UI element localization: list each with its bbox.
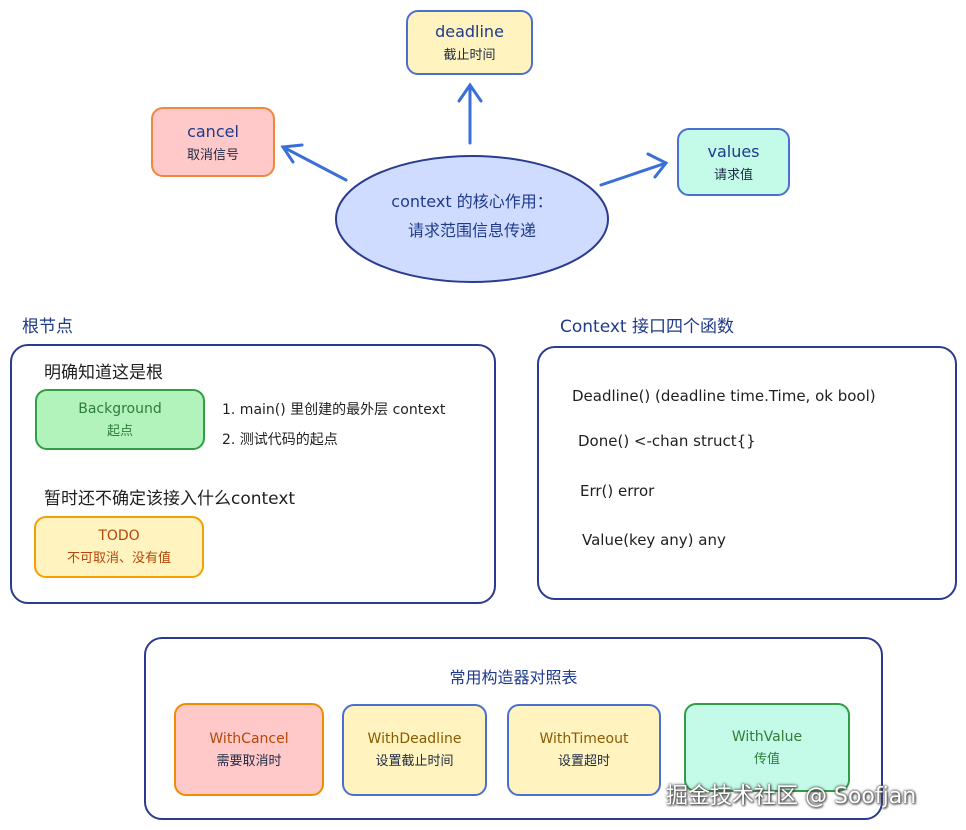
builder-withdeadline-title: WithDeadline — [367, 731, 462, 747]
func-done: Done() <-chan struct{} — [578, 432, 756, 450]
builder-withcancel: WithCancel 需要取消时 — [174, 703, 324, 796]
builder-withvalue-subtitle: 传值 — [753, 751, 780, 767]
center-text: context 的核心作用： 请求范围信息传递 — [340, 188, 604, 241]
builder-withcancel-subtitle: 需要取消时 — [216, 753, 282, 769]
func-deadline: Deadline() (deadline time.Time, ok bool) — [572, 387, 876, 405]
values-title: values — [707, 141, 760, 161]
builder-withcancel-title: WithCancel — [209, 730, 289, 747]
todo-subtitle: 不可取消、没有值 — [66, 551, 171, 566]
cancel-subtitle: 取消信号 — [186, 147, 239, 163]
center-diagram — [280, 82, 669, 283]
builder-withtimeout-title: WithTimeout — [539, 731, 629, 747]
cancel-node: cancel 取消信号 — [151, 107, 275, 177]
root-item-2: 2. 测试代码的起点 — [222, 432, 338, 448]
center-line-2: 请求范围信息传递 — [407, 221, 536, 240]
todo-node: TODO 不可取消、没有值 — [34, 516, 204, 578]
root-explicit-label: 明确知道这是根 — [44, 363, 163, 383]
builder-withdeadline-subtitle: 设置截止时间 — [375, 754, 454, 769]
center-ellipse — [335, 155, 609, 283]
background-title: Background — [78, 400, 162, 417]
builder-withdeadline: WithDeadline 设置截止时间 — [342, 704, 487, 796]
interface-section-title: Context 接口四个函数 — [560, 317, 735, 337]
builders-title: 常用构造器对照表 — [449, 668, 578, 687]
deadline-title: deadline — [435, 22, 504, 41]
arrow-to-cancel — [280, 143, 348, 182]
interface-frame — [537, 346, 957, 600]
root-item-1: 1. main() 里创建的最外层 context — [222, 402, 446, 418]
arrow-to-deadline — [457, 82, 483, 145]
todo-title: TODO — [98, 528, 140, 544]
func-err: Err() error — [580, 482, 655, 500]
background-subtitle: 起点 — [106, 423, 133, 439]
root-section-title: 根节点 — [22, 317, 73, 337]
deadline-subtitle: 截止时间 — [443, 48, 496, 63]
values-node: values 请求值 — [677, 128, 790, 196]
func-value: Value(key any) any — [582, 531, 726, 549]
cancel-title: cancel — [187, 121, 239, 141]
builder-withvalue-title: WithValue — [731, 728, 803, 745]
deadline-node: deadline 截止时间 — [406, 10, 533, 75]
builder-withtimeout-subtitle: 设置超时 — [557, 754, 610, 769]
watermark: 掘金技术社区 @ Soofjan — [666, 784, 917, 809]
arrow-to-values — [599, 152, 669, 187]
values-subtitle: 请求值 — [713, 167, 753, 183]
background-node: Background 起点 — [35, 389, 205, 450]
builder-withvalue: WithValue 传值 — [684, 703, 850, 792]
root-unsure-label: 暂时还不确定该接入什么context — [44, 489, 296, 509]
builder-withtimeout: WithTimeout 设置超时 — [507, 704, 661, 796]
center-line-1: context 的核心作用： — [391, 192, 553, 211]
